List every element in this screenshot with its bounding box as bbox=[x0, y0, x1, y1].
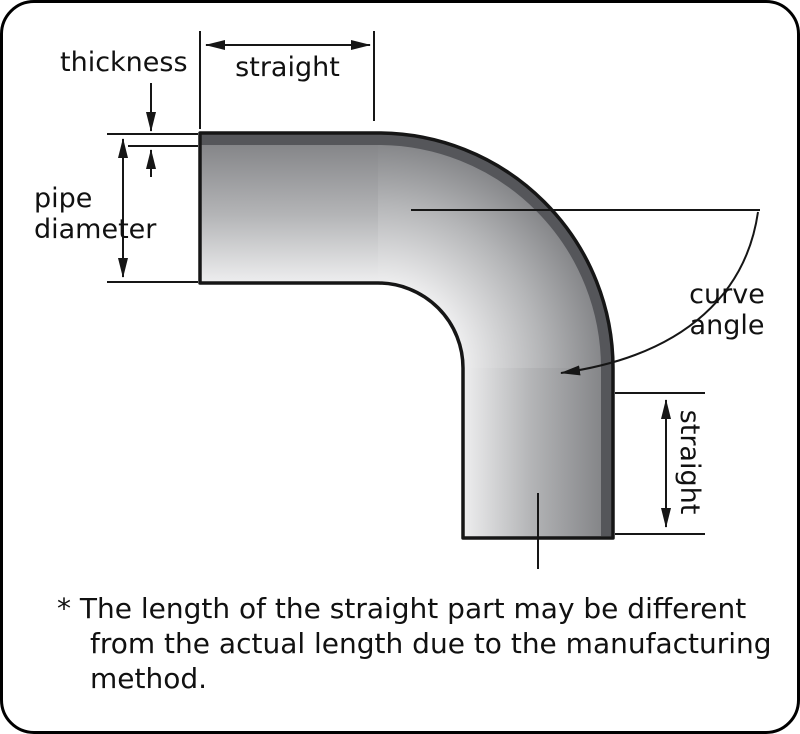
thickness-label: thickness bbox=[60, 47, 188, 78]
footnote-line-2: from the actual length due to the manufa… bbox=[90, 627, 772, 660]
curve-angle-label: curve angle bbox=[679, 279, 775, 341]
pipe-body bbox=[198, 131, 615, 540]
straight-right-label: straight bbox=[674, 409, 705, 515]
straight-top-label: straight bbox=[235, 52, 340, 83]
pipe-diameter-label-line2: diameter bbox=[34, 214, 157, 245]
pipe-inlet-straight bbox=[200, 133, 378, 283]
footnote-line-3: method. bbox=[90, 662, 208, 695]
centerlines bbox=[411, 209, 760, 569]
curve-angle-label-line2: angle bbox=[689, 310, 765, 341]
pipe-diameter-label-line1: pipe bbox=[34, 183, 93, 214]
footnote: * The length of the straight part may be… bbox=[57, 591, 772, 696]
pipe-elbow-diagram bbox=[107, 31, 760, 569]
curve-angle-label-line1: curve bbox=[689, 279, 765, 310]
wall-thickness-band bbox=[200, 133, 613, 536]
pipe-outline bbox=[198, 131, 615, 540]
pipe-diameter-label: pipe diameter bbox=[34, 183, 156, 245]
footnote-line-1: * The length of the straight part may be… bbox=[57, 592, 747, 625]
pipe-bend bbox=[378, 133, 613, 368]
dimensions bbox=[107, 31, 759, 535]
curve-angle-arc bbox=[560, 211, 759, 376]
